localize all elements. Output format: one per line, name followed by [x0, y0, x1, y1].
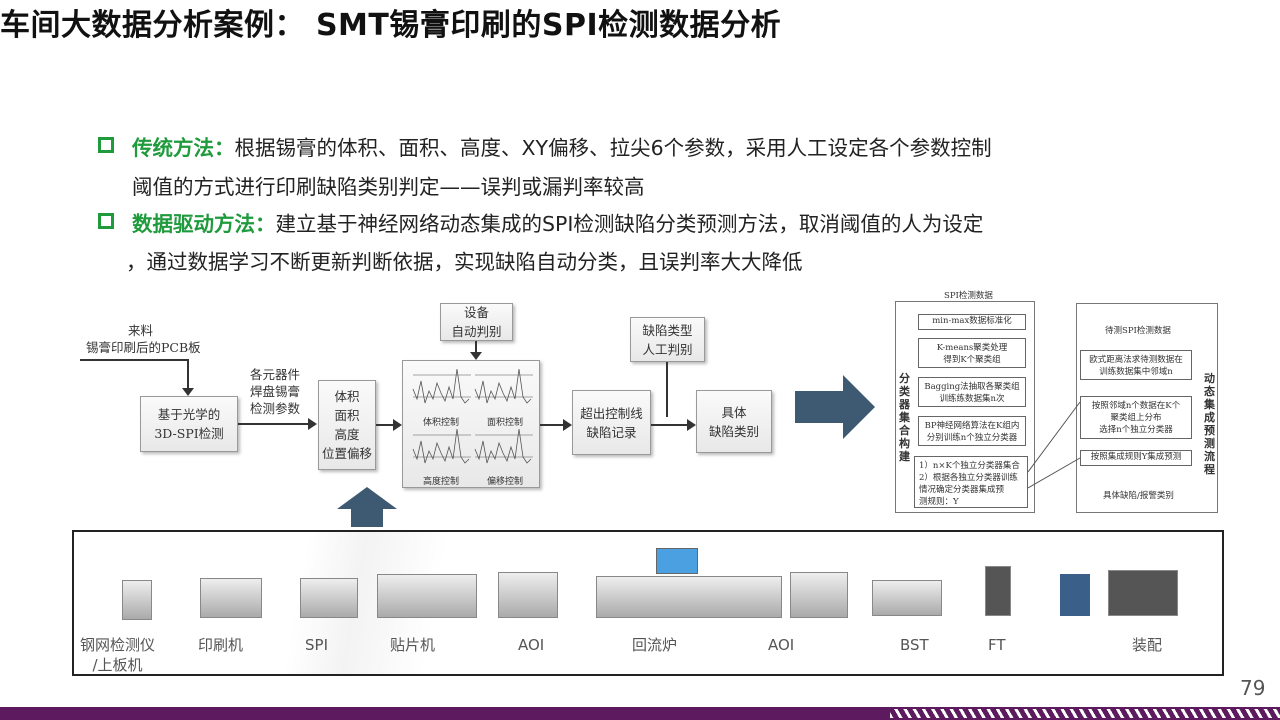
spi-machine-image — [300, 578, 358, 618]
bullet-2-label: 数据驱动方法： — [132, 212, 276, 236]
bullet-1-text: 根据锡膏的体积、面积、高度、XY偏移、拉尖6个参数，采用人工设定各个参数控制 — [234, 136, 992, 160]
page-number: 79 — [1240, 676, 1266, 700]
bullet-1-line-1: 传统方法：根据锡膏的体积、面积、高度、XY偏移、拉尖6个参数，采用人工设定各个参… — [132, 131, 992, 161]
model-input: SPI检测数据 — [944, 291, 993, 301]
aoi-machine-image — [498, 572, 558, 618]
line-label: 装配 — [1132, 636, 1163, 654]
box-manual-judge: 缺陷类型人工判别 — [630, 317, 705, 362]
up-arrow-icon — [337, 487, 397, 527]
control-chart — [412, 368, 471, 404]
bullet-2-line-2: ，通过数据学习不断更新判断依据，实现缺陷自动分类，且误判率大大降低 — [126, 250, 803, 274]
step-ensemble: 1）n×K个独立分类器集合 2）根据各独立分类器训练 情况确定分类器集成预 测规… — [914, 456, 1028, 508]
bullet-1-label: 传统方法： — [132, 136, 235, 160]
arrow-right-icon — [687, 419, 696, 431]
connector — [376, 424, 394, 426]
control-charts-panel: 体积控制 面积控制 高度控制 偏移控制 — [402, 360, 540, 488]
assembly-machine-image — [1108, 570, 1178, 616]
bullet-1-line-2: 阈值的方式进行印刷缺陷类别判定——误判或漏判率较高 — [132, 175, 645, 199]
connector — [238, 423, 310, 425]
control-chart — [412, 428, 471, 464]
connector — [540, 424, 564, 426]
aoi-machine-image — [790, 572, 848, 618]
connector — [187, 359, 189, 389]
predict-output: 具体缺陷/报警类别 — [1103, 491, 1174, 501]
arrow-down-icon — [470, 352, 482, 360]
arrow-right-icon — [563, 419, 572, 431]
line-label: AOI — [768, 636, 795, 654]
bullet-2-text: 建立基于神经网络动态集成的SPI检测缺陷分类预测方法，取消阈值的人为设定 — [275, 212, 984, 236]
classifier-build-label: 分类器集合构建 — [899, 372, 910, 463]
classifier-build-panel — [895, 301, 1035, 513]
dynamic-predict-label: 动态集成预测流程 — [1204, 372, 1215, 476]
line-label: 回流炉 — [632, 636, 678, 654]
input-label-pcb: 锡膏印刷后的PCB板 — [86, 340, 201, 355]
printer-image — [200, 578, 262, 618]
footer-hatch — [890, 709, 1280, 718]
ft-machine-image — [985, 566, 1011, 616]
chart-label: 体积控制 — [423, 418, 460, 428]
big-right-arrow-icon — [795, 375, 875, 439]
arrow-right-icon — [308, 418, 317, 430]
box-params: 体积面积高度位置偏移 — [318, 380, 376, 470]
step-kmeans: K-means聚类处理 得到K个聚类组 — [918, 338, 1026, 368]
line-label: BST — [900, 636, 929, 654]
chart-label: 面积控制 — [487, 418, 524, 428]
page-title: 车间大数据分析案例： SMT锡膏印刷的SPI检测数据分析 — [0, 8, 782, 43]
control-chart — [474, 428, 533, 464]
oven-monitor-image — [656, 548, 698, 574]
arrow-down-icon — [182, 388, 194, 396]
step-predict: 按照集成规则Y集成预测 — [1080, 450, 1192, 466]
step-bp: BP神经网络算法在K组内 分别训练n个独立分类器 — [918, 416, 1026, 446]
step-neighbor: 欧式距离法求待测数据在 训练数据集中邻域n — [1080, 350, 1192, 380]
line-label: 印刷机 — [198, 636, 244, 654]
line-label: FT — [988, 636, 1006, 654]
connector — [80, 359, 188, 361]
step-select: 按照邻域n个数据在K个 聚类组上分布 选择n个独立分类器 — [1080, 396, 1192, 439]
line-label: AOI — [518, 636, 545, 654]
predict-input: 待测SPI检测数据 — [1105, 326, 1171, 336]
chart-label: 偏移控制 — [487, 477, 524, 487]
input-label: 来料 — [128, 323, 154, 338]
params-label: 各元器件焊盘锡膏检测参数 — [250, 367, 301, 416]
connector — [666, 362, 668, 417]
bullet-2-line-1: 数据驱动方法：建立基于神经网络动态集成的SPI检测缺陷分类预测方法，取消阈值的人… — [132, 207, 983, 237]
connector — [651, 424, 688, 426]
bullet-square-icon — [98, 213, 114, 229]
control-charts — [412, 368, 533, 464]
line-label: SPI — [305, 636, 328, 654]
stencil-inspector-image — [122, 580, 152, 620]
box-auto-judge: 设备自动判别 — [440, 303, 513, 341]
arrow-right-icon — [393, 419, 402, 431]
assembly-cabinet-image — [1060, 574, 1090, 616]
chart-label: 高度控制 — [423, 477, 460, 487]
step-bagging: Bagging法抽取各聚类组 训练练数据集n次 — [918, 377, 1026, 407]
line-label: 钢网检测仪 /上板机 — [80, 636, 156, 674]
reflow-oven-image — [596, 576, 782, 618]
bst-machine-image — [872, 580, 942, 616]
connector — [475, 341, 477, 353]
connector-arrows — [1028, 401, 1081, 489]
line-label: 贴片机 — [390, 636, 436, 654]
box-record: 超出控制线缺陷记录 — [572, 390, 651, 455]
mounter-image — [377, 574, 477, 618]
box-result: 具体缺陷类别 — [696, 390, 772, 453]
dynamic-predict-panel — [1076, 303, 1218, 513]
bullet-square-icon — [98, 137, 114, 153]
step-normalize: min-max数据标准化 — [918, 314, 1026, 330]
control-chart — [474, 368, 533, 404]
